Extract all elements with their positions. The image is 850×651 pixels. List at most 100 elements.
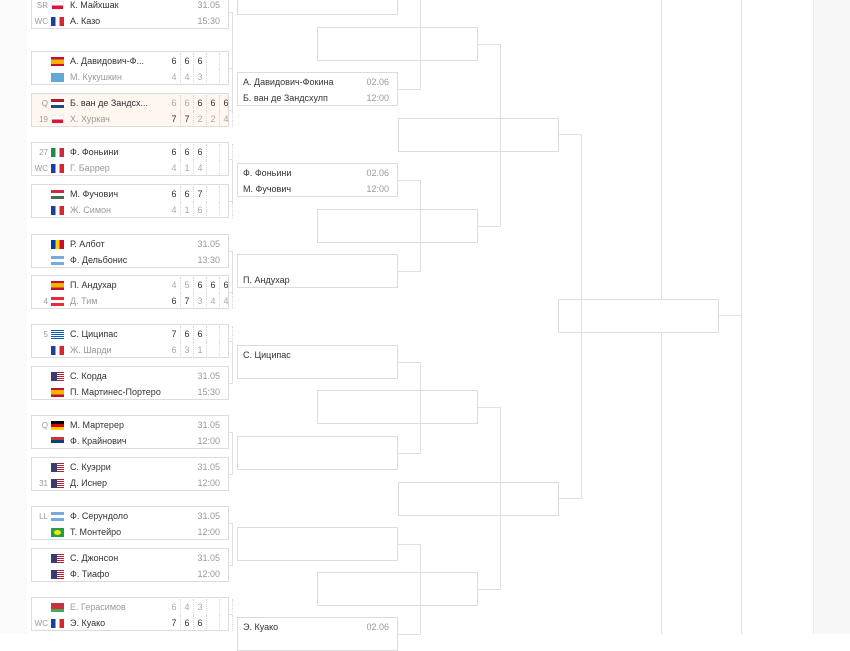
player-name[interactable]: Д. Тим xyxy=(70,296,98,306)
player-name[interactable]: А. Давидович-Ф... xyxy=(70,56,145,66)
match-card-round4[interactable] xyxy=(398,482,559,516)
player-row[interactable] xyxy=(238,256,397,272)
match-card-round4[interactable] xyxy=(398,118,559,152)
player-name[interactable]: Е. Герасимов xyxy=(70,602,126,612)
player-name[interactable]: Ж. Симон xyxy=(70,205,112,215)
player-name[interactable]: С. Циципас xyxy=(70,329,118,339)
player-row[interactable]: С. Циципас xyxy=(238,347,397,363)
match-card-round3[interactable] xyxy=(317,390,478,424)
player-row[interactable] xyxy=(238,529,397,545)
player-name[interactable]: М. Фучович xyxy=(70,189,119,199)
player-name[interactable]: С. Корда xyxy=(70,371,107,381)
player-name[interactable]: А. Давидович-Фокина xyxy=(243,77,334,87)
player-name[interactable]: Х. Хуркач xyxy=(70,114,110,124)
player-name[interactable]: Д. Иснер xyxy=(70,478,108,488)
player-row[interactable] xyxy=(238,635,397,651)
player-row[interactable]: П. Андухар xyxy=(238,272,397,288)
player-row[interactable] xyxy=(238,438,397,454)
player-name[interactable]: П. Андухар xyxy=(243,275,290,285)
match-card-round3[interactable] xyxy=(317,209,478,243)
player-name[interactable]: М. Мартерер xyxy=(70,420,124,430)
match-card-round2[interactable]: П. Андухар xyxy=(237,254,398,288)
player-name[interactable]: М. Кукушкин xyxy=(70,72,122,82)
player-name[interactable]: Э. Куако xyxy=(243,622,279,632)
player-name[interactable]: С. Джонсон xyxy=(70,553,119,563)
match-card-round2[interactable]: С. Циципас xyxy=(237,345,398,379)
player-name[interactable]: С. Куэрри xyxy=(70,462,111,472)
player-name[interactable]: А. Казо xyxy=(70,16,101,26)
match-card-round2[interactable] xyxy=(237,527,398,561)
player-name[interactable]: Ф. Фоньини xyxy=(243,168,292,178)
player-name[interactable]: Ф. Крайнович xyxy=(70,436,127,446)
player-name[interactable]: М. Фучович xyxy=(243,184,292,194)
player-row[interactable] xyxy=(238,0,397,15)
player-row[interactable] xyxy=(238,454,397,470)
player-name[interactable]: Т. Монтейро xyxy=(70,527,122,537)
player-name[interactable]: Р. Албот xyxy=(70,239,105,249)
player-row[interactable] xyxy=(238,363,397,379)
player-name[interactable]: К. Майхшак xyxy=(70,0,119,10)
match-card-round3[interactable] xyxy=(317,27,478,61)
player-name[interactable]: С. Циципас xyxy=(243,350,291,360)
player-name[interactable]: Б. ван де Зандсхулп xyxy=(243,93,328,103)
player-name[interactable]: Ж. Шарди xyxy=(70,345,112,355)
match-card-round5[interactable] xyxy=(558,299,719,333)
player-name[interactable]: Ф. Фоньини xyxy=(70,147,119,157)
player-name[interactable]: Г. Баррер xyxy=(70,163,110,173)
match-card-round2[interactable] xyxy=(237,436,398,470)
player-name[interactable]: П. Андухар xyxy=(70,280,117,290)
player-row[interactable] xyxy=(238,545,397,561)
player-name[interactable]: Э. Куако xyxy=(70,618,106,628)
match-card-round2[interactable] xyxy=(237,0,398,15)
player-name[interactable]: П. Мартинес-Портеро xyxy=(70,387,161,397)
player-name[interactable]: Ф. Серундоло xyxy=(70,511,129,521)
player-name[interactable]: Ф. Дельбонис xyxy=(70,255,128,265)
match-card-round3[interactable] xyxy=(317,572,478,606)
